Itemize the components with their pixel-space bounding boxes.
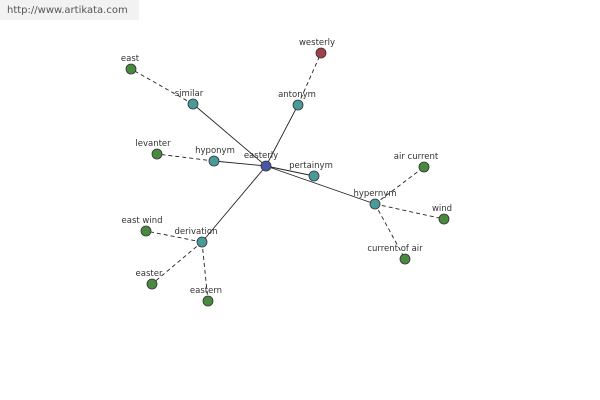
edge-easterly-pertainym — [265, 165, 315, 177]
node-label-wind: wind — [432, 204, 452, 214]
node-circle-pertainym[interactable] — [308, 170, 320, 182]
node-label-levanter: levanter — [135, 139, 171, 149]
edge-easterly-similar — [192, 103, 267, 167]
node-circle-current-of-air[interactable] — [399, 253, 411, 265]
edge-hyponym-levanter — [156, 153, 215, 162]
site-watermark: http://www.artikata.com — [0, 0, 139, 20]
node-hyponym[interactable]: hyponym — [195, 146, 235, 167]
node-current-of-air[interactable]: current of air — [367, 244, 423, 265]
node-circle-wind[interactable] — [438, 213, 450, 225]
node-label-east: east — [121, 54, 140, 64]
node-east-wind[interactable]: east wind — [122, 216, 163, 237]
node-similar[interactable]: similar — [175, 89, 204, 110]
node-circle-air-current[interactable] — [418, 161, 430, 173]
node-wind[interactable]: wind — [432, 204, 452, 225]
node-eastern[interactable]: eastern — [190, 286, 222, 307]
edge-easterly-hyponym — [213, 160, 267, 167]
node-label-air-current: air current — [394, 152, 439, 162]
edge-derivation-easter — [151, 241, 203, 285]
node-circle-eastern[interactable] — [202, 295, 214, 307]
node-circle-antonym[interactable] — [292, 99, 304, 111]
node-circle-derivation[interactable] — [196, 236, 208, 248]
node-circle-hypernym[interactable] — [369, 198, 381, 210]
node-label-similar: similar — [175, 89, 204, 99]
node-east[interactable]: east — [121, 54, 140, 75]
node-label-east-wind: east wind — [122, 216, 163, 226]
node-circle-east-wind[interactable] — [140, 225, 152, 237]
edge-antonym-westerly — [297, 52, 322, 106]
node-easter[interactable]: easter — [136, 269, 163, 290]
node-label-westerly: westerly — [299, 38, 335, 48]
node-levanter[interactable]: levanter — [135, 139, 171, 160]
edge-easterly-antonym — [265, 104, 299, 167]
node-circle-similar[interactable] — [187, 98, 199, 110]
node-pertainym[interactable]: pertainym — [289, 161, 333, 182]
node-air-current[interactable]: air current — [394, 152, 439, 173]
graph-nodes: easterly similar antonym hyponym pertainym hy… — [121, 38, 452, 307]
node-circle-westerly[interactable] — [315, 47, 327, 59]
edge-easterly-derivation — [201, 165, 267, 243]
node-label-derivation: derivation — [174, 227, 217, 237]
node-easterly[interactable]: easterly — [244, 151, 278, 172]
graph-edges — [130, 52, 445, 302]
node-label-hyponym: hyponym — [195, 146, 235, 156]
edge-derivation-eastern — [201, 241, 209, 302]
edge-hypernym-wind — [374, 203, 445, 220]
node-label-hypernym: hypernym — [353, 189, 396, 199]
node-circle-levanter[interactable] — [151, 148, 163, 160]
node-circle-east[interactable] — [125, 63, 137, 75]
node-circle-hyponym[interactable] — [208, 155, 220, 167]
edge-similar-east — [130, 68, 194, 105]
node-antonym[interactable]: antonym — [278, 90, 316, 111]
node-circle-easter[interactable] — [146, 278, 158, 290]
node-label-easterly: easterly — [244, 151, 278, 161]
edge-derivation-east-wind — [145, 230, 203, 243]
node-circle-easterly[interactable] — [260, 160, 272, 172]
node-label-pertainym: pertainym — [289, 161, 333, 171]
node-label-current-of-air: current of air — [367, 244, 423, 254]
node-westerly[interactable]: westerly — [299, 38, 335, 59]
node-label-antonym: antonym — [278, 90, 316, 100]
node-derivation[interactable]: derivation — [174, 227, 218, 248]
edge-hypernym-current-of-air — [374, 203, 406, 260]
node-hypernym[interactable]: hypernym — [353, 189, 397, 210]
edge-hypernym-air-current — [374, 166, 425, 205]
node-label-eastern: eastern — [190, 286, 222, 296]
edge-easterly-hypernym — [265, 165, 376, 205]
node-label-easter: easter — [136, 269, 163, 279]
